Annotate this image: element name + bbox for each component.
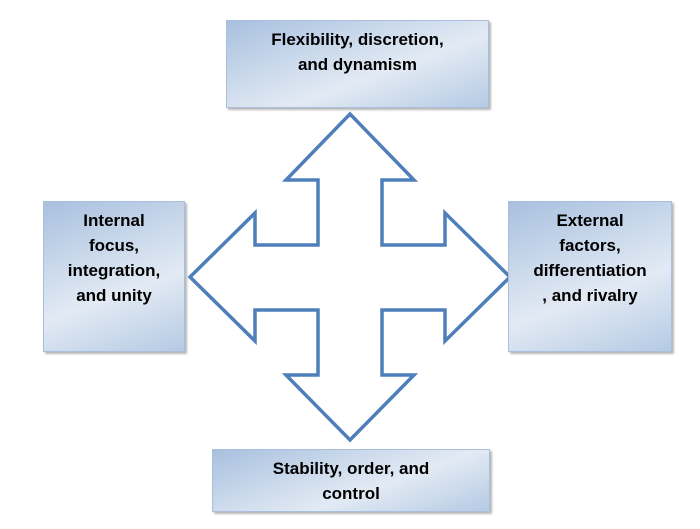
box-text-line: differentiation: [533, 261, 647, 280]
box-stability: Stability, order, and control: [212, 449, 490, 512]
box-text-line: Internal: [83, 211, 145, 230]
box-text-line: Stability, order, and: [272, 459, 430, 478]
box-text-line: Flexibility, discretion,: [271, 30, 444, 49]
box-text-line: and unity: [76, 286, 152, 305]
four-way-arrow-outline: [187, 111, 513, 443]
box-text-line: External: [556, 211, 624, 230]
box-text-line: focus,: [88, 236, 140, 255]
box-external-factors: External factors, differentiation , and …: [508, 201, 672, 352]
box-text-line: control: [322, 484, 380, 503]
box-text-line: integration,: [67, 261, 161, 280]
box-internal-focus: Internal focus, integration, and unity: [43, 201, 185, 352]
box-flexibility: Flexibility, discretion, and dynamism: [226, 20, 489, 108]
box-text-line: factors,: [559, 236, 621, 255]
box-text-line: and dynamism: [297, 55, 418, 74]
box-text-line: , and rivalry: [542, 286, 638, 305]
